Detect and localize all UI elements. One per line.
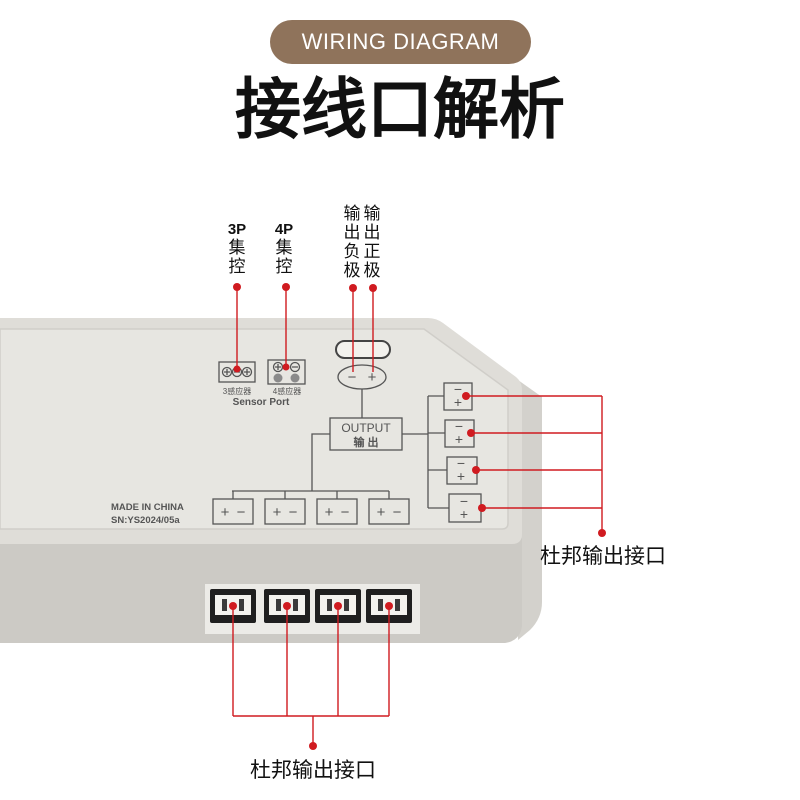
plus-symbol: + bbox=[455, 431, 463, 447]
callout-line-front-ports bbox=[232, 606, 390, 746]
callout-3p-char: 控 bbox=[228, 257, 246, 277]
callout-dots bbox=[229, 283, 606, 750]
front-output-print-3: + − bbox=[316, 498, 358, 525]
plus-symbol: + bbox=[325, 504, 334, 521]
callout-lines bbox=[232, 287, 603, 746]
sensor-pin-icon bbox=[221, 366, 233, 378]
callout-dot-output-negative bbox=[349, 284, 357, 292]
output-label-en: OUTPUT bbox=[341, 421, 391, 435]
sensor-port-label: Sensor Port bbox=[233, 397, 290, 408]
sensor-pin-icon bbox=[241, 366, 253, 378]
callout-output-negative-char: 极 bbox=[343, 261, 361, 281]
connector-pin bbox=[395, 599, 400, 611]
callout-dot-side-port-4 bbox=[478, 504, 486, 512]
callout-output-positive-char: 极 bbox=[363, 261, 381, 281]
minus-symbol: − bbox=[454, 381, 462, 397]
page-title: 接线口解析 bbox=[235, 71, 565, 148]
sensor-3-label: 3感应器 bbox=[223, 386, 251, 396]
callout-output-positive-char: 出 bbox=[363, 223, 381, 243]
plus-symbol: + bbox=[454, 394, 462, 410]
power-plus-symbol: + bbox=[368, 369, 377, 386]
connector-pin bbox=[222, 599, 227, 611]
minus-symbol: − bbox=[460, 493, 468, 509]
callout-dot-4p-port bbox=[282, 363, 290, 371]
sensor-pin-marks bbox=[275, 364, 298, 370]
wiring-diagram-badge: WIRING DIAGRAM bbox=[270, 20, 531, 64]
callout-3p-code: 3P bbox=[227, 221, 247, 238]
callout-3p-char: 集 bbox=[228, 238, 246, 258]
minus-symbol: − bbox=[457, 455, 465, 471]
callout-output-positive-char: 输 bbox=[363, 204, 381, 224]
minus-symbol: − bbox=[237, 504, 246, 521]
serial-number: SN:YS2024/05a bbox=[111, 515, 180, 526]
device-right-side bbox=[518, 380, 542, 640]
sensor-pin-icon bbox=[273, 373, 283, 383]
device-print: − + 3感应器 4感应器 Sensor Port OUTPUT 输 出 bbox=[111, 340, 482, 526]
minus-symbol: − bbox=[341, 504, 350, 521]
plus-symbol: + bbox=[273, 504, 282, 521]
sensor-pin-icon bbox=[289, 361, 301, 373]
callout-dot-4p bbox=[282, 283, 290, 291]
connector-pin bbox=[327, 599, 332, 611]
sensor-pin-icon bbox=[290, 373, 300, 383]
callout-output-negative-char: 负 bbox=[343, 242, 361, 262]
callout-4p-label: 4P 集 控 bbox=[269, 220, 299, 277]
callout-4p-char: 控 bbox=[275, 257, 293, 277]
mounting-slot bbox=[335, 340, 391, 359]
made-in-label: MADE IN CHINA bbox=[111, 502, 184, 513]
output-wiring-tree bbox=[232, 389, 449, 509]
callout-dot-front-port-4 bbox=[385, 602, 393, 610]
minus-symbol: − bbox=[289, 504, 298, 521]
front-output-print-2: + − bbox=[264, 498, 306, 525]
callout-dot-front-label bbox=[309, 742, 317, 750]
connector-pin bbox=[276, 599, 281, 611]
callout-output-negative-char: 出 bbox=[343, 223, 361, 243]
minus-symbol: − bbox=[393, 504, 402, 521]
plus-symbol: + bbox=[221, 504, 230, 521]
callout-dot-side-port-1 bbox=[462, 392, 470, 400]
callout-dot-front-port-2 bbox=[283, 602, 291, 610]
callout-dot-3p bbox=[233, 283, 241, 291]
plus-symbol: + bbox=[460, 506, 468, 522]
callout-3p-label: 3P 集 控 bbox=[222, 220, 252, 277]
front-ports-label: 杜邦输出接口 bbox=[250, 758, 376, 782]
callout-output-positive-label: 输 出 正 极 bbox=[362, 205, 382, 281]
callout-dot-side-port-2 bbox=[467, 429, 475, 437]
callout-dot-3p-port bbox=[233, 365, 241, 373]
callout-output-negative-label: 输 出 负 极 bbox=[342, 205, 362, 281]
device-label-panel bbox=[0, 328, 509, 530]
callout-dot-side-port-3 bbox=[472, 466, 480, 474]
connector-pin bbox=[293, 599, 298, 611]
output-terminal-box bbox=[368, 498, 410, 525]
callout-output-negative-char: 输 bbox=[343, 204, 361, 224]
side-ports-label: 杜邦输出接口 bbox=[540, 544, 666, 568]
callout-dot-front-port-3 bbox=[334, 602, 342, 610]
plus-symbol: + bbox=[457, 468, 465, 484]
plus-symbol: + bbox=[377, 504, 386, 521]
callout-dot-front-port-1 bbox=[229, 602, 237, 610]
callout-4p-code: 4P bbox=[274, 221, 294, 238]
front-output-print-4: + − bbox=[368, 498, 410, 525]
minus-symbol: − bbox=[455, 418, 463, 434]
output-terminal-box bbox=[212, 498, 254, 525]
power-minus-symbol: − bbox=[348, 369, 357, 386]
output-terminal-box bbox=[264, 498, 306, 525]
callout-4p-char: 集 bbox=[275, 238, 293, 258]
connector-pin bbox=[239, 599, 244, 611]
connector-pin bbox=[344, 599, 349, 611]
output-terminal-box bbox=[316, 498, 358, 525]
callout-output-positive-char: 正 bbox=[363, 242, 381, 262]
sensor-4-label: 4感应器 bbox=[273, 386, 301, 396]
output-label-cn: 输 出 bbox=[353, 435, 378, 449]
front-output-print-1: + − bbox=[212, 498, 254, 525]
callout-line-side-ports bbox=[466, 395, 603, 533]
callout-dot-output-positive bbox=[369, 284, 377, 292]
connector-pin bbox=[378, 599, 383, 611]
callout-dot-side-label bbox=[598, 529, 606, 537]
